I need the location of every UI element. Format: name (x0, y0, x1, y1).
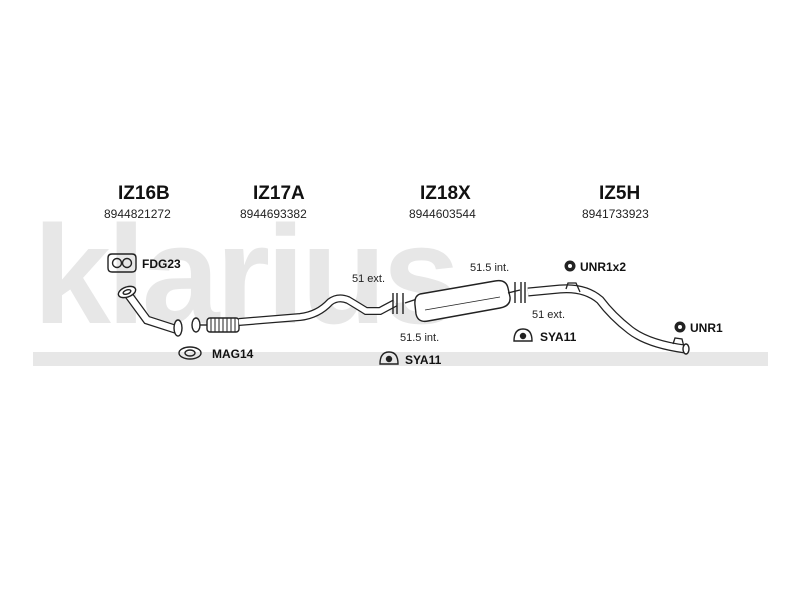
sya11-right-label: SYA11 (540, 330, 577, 344)
sya11-center-label: SYA11 (405, 353, 442, 367)
nut-icon (674, 321, 686, 333)
section-code-2: IZ17A (253, 183, 305, 204)
pipe-clamps-right (514, 282, 526, 303)
nut-icon (564, 260, 576, 272)
dimension-int-top: 51.5 int. (470, 262, 510, 274)
section-part-number-2: 8944693382 (240, 207, 307, 221)
unr1-label: UNR1 (690, 321, 723, 335)
rubber-hanger-icon (379, 351, 399, 365)
intermediate-pipe (191, 294, 397, 333)
pipe-clamps-left (392, 293, 404, 314)
watermark-underline (33, 352, 768, 366)
front-pipe (117, 285, 183, 337)
gasket-icon (178, 346, 202, 360)
section-code-3: IZ18X (420, 183, 471, 204)
mag14-label: MAG14 (212, 347, 254, 361)
silencer (404, 279, 521, 323)
rubber-hanger-icon (513, 328, 533, 342)
section-part-number-3: 8944603544 (409, 207, 476, 221)
fdg23-label: FDG23 (142, 257, 181, 271)
flange-gasket-icon (107, 253, 137, 273)
section-part-number-1: 8944821272 (104, 207, 171, 221)
tail-pipe (527, 282, 690, 355)
unr1x2-label: UNR1x2 (580, 260, 627, 274)
section-part-number-4: 8941733923 (582, 207, 649, 221)
dimension-ext-right: 51 ext. (532, 309, 566, 321)
dimension-int-mid: 51.5 int. (400, 332, 440, 344)
section-code-1: IZ16B (118, 183, 170, 204)
dimension-ext-left: 51 ext. (352, 273, 386, 285)
section-code-4: IZ5H (599, 183, 641, 204)
